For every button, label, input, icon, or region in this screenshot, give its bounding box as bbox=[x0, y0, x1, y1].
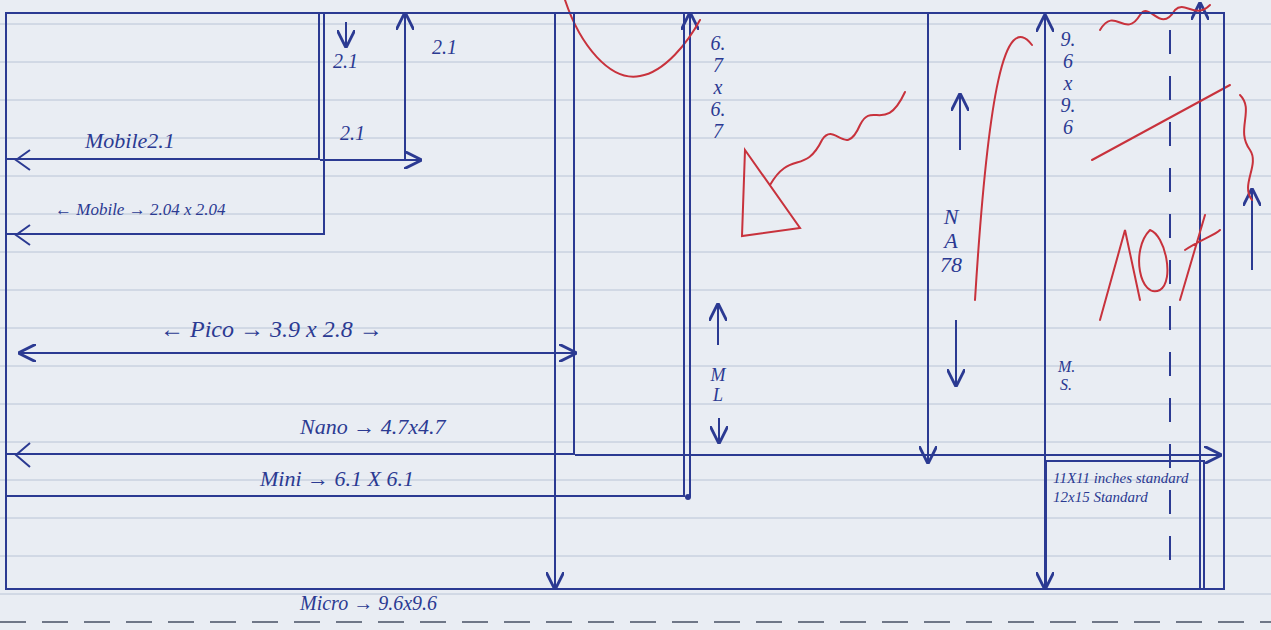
dimension-line bbox=[575, 454, 1220, 456]
vertical-dimension: 6.7 x 6.7 bbox=[708, 32, 728, 142]
red-scribbles bbox=[565, 0, 1253, 320]
sheet-outline: Mobile2.1 ← Mobile → 2.04 x 2.04Nano → 4.… bbox=[5, 12, 1225, 590]
dimension-arrow bbox=[718, 418, 720, 442]
dimension-label: 2.1 bbox=[333, 50, 358, 73]
arrow-head bbox=[16, 150, 30, 170]
vertical-dimension: ML bbox=[709, 366, 727, 406]
dimension-arrow bbox=[404, 14, 406, 160]
size-label: 11X11 inches standard bbox=[1053, 470, 1197, 487]
ruled-lines bbox=[0, 24, 1271, 594]
red-scribble bbox=[1100, 5, 1210, 30]
size-label: Nano → 4.7x4.7 bbox=[300, 414, 445, 440]
dashed-line bbox=[1169, 30, 1171, 580]
dimension-arrow bbox=[345, 22, 347, 46]
size-label: Mobile2.1 bbox=[85, 128, 175, 154]
size-label: 12x15 Standard bbox=[1053, 489, 1197, 506]
red-scribble bbox=[770, 92, 905, 185]
vertical-dimension: M.S. bbox=[1058, 358, 1074, 393]
arrow-head bbox=[16, 225, 30, 245]
line-dot bbox=[685, 494, 691, 500]
dimension-arrow bbox=[554, 14, 556, 588]
red-scribble bbox=[1100, 215, 1220, 320]
dimension-label: ← Pico → 3.9 x 2.8 → bbox=[160, 316, 383, 343]
dimension-arrow bbox=[1199, 4, 1201, 588]
size-label: Mini → 6.1 X 6.1 bbox=[260, 466, 414, 492]
dimension-arrow bbox=[955, 320, 957, 385]
dimension-arrow bbox=[20, 352, 575, 354]
size-box: Mobile2.1 bbox=[5, 12, 320, 160]
dimension-arrow bbox=[689, 14, 691, 497]
size-box: Mobile2.1 ← Mobile → 2.04 x 2.04Nano → 4.… bbox=[5, 12, 685, 497]
dimension-label: 2.1 bbox=[432, 36, 457, 59]
arrow-head bbox=[16, 443, 30, 467]
size-box: Mobile2.1 ← Mobile → 2.04 x 2.04Nano → 4.… bbox=[5, 12, 575, 455]
red-scribble bbox=[1092, 85, 1230, 160]
vertical-dimension: NA78 bbox=[940, 205, 962, 278]
dimension-arrow bbox=[927, 14, 929, 462]
dimension-label: 2.1 bbox=[340, 122, 365, 145]
dimension-arrow bbox=[959, 95, 961, 150]
size-label: ← Mobile → 2.04 x 2.04 bbox=[55, 200, 225, 220]
note-box: 11X11 inches standard 12x15 Standard bbox=[1045, 460, 1205, 590]
red-scribble bbox=[975, 37, 1032, 300]
page-edge-dash bbox=[0, 621, 1271, 623]
red-scribble bbox=[742, 150, 800, 236]
dimension-arrow bbox=[1251, 190, 1253, 270]
size-box: Mobile2.1 ← Mobile → 2.04 x 2.04 bbox=[5, 12, 325, 235]
red-scribble bbox=[1240, 95, 1253, 200]
vertical-dimension: 9.6 x 9.6 bbox=[1058, 28, 1078, 138]
size-label: Micro → 9.6x9.6 bbox=[300, 592, 437, 615]
dimension-arrow bbox=[717, 305, 719, 345]
